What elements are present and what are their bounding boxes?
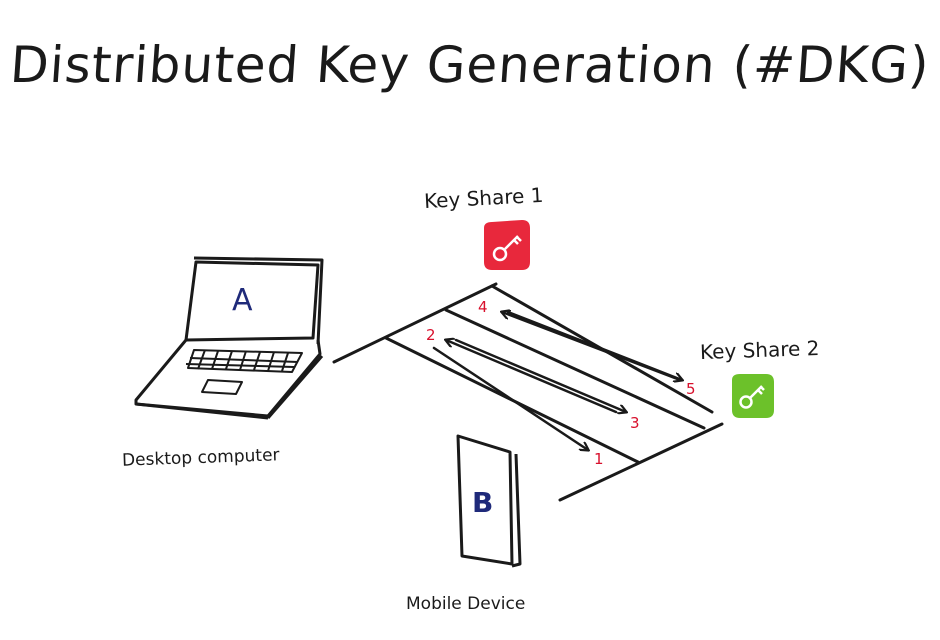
device-a-letter: A xyxy=(232,283,253,318)
message-arrow-5 xyxy=(506,310,682,380)
device-b-letter: B xyxy=(472,486,493,519)
message-arrow-1 xyxy=(432,346,588,450)
step-number: 1 xyxy=(594,450,604,468)
message-arrow-3 xyxy=(454,338,626,412)
laptop-icon xyxy=(134,256,324,420)
step-number: 3 xyxy=(630,414,640,432)
protocol-timeline xyxy=(332,282,724,502)
step-number: 2 xyxy=(426,326,436,344)
key-icon xyxy=(739,385,765,409)
key-icon xyxy=(492,235,522,262)
step-number: 4 xyxy=(478,298,488,316)
key-share-2-badge xyxy=(732,374,774,418)
message-arrow-2 xyxy=(446,340,618,414)
mobile-device-label: Mobile Device xyxy=(406,594,526,614)
phone-icon xyxy=(456,434,522,568)
key-share-1-badge xyxy=(484,220,530,270)
step-number: 5 xyxy=(686,380,696,398)
message-arrows xyxy=(432,310,682,450)
